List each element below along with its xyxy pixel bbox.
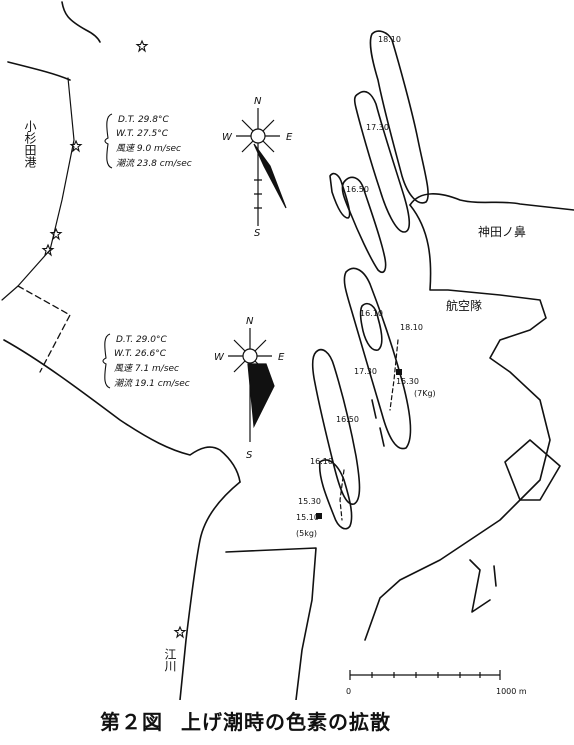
- jetty: [469, 559, 491, 613]
- jetty-2: [493, 565, 497, 587]
- river-bank-east: [225, 547, 317, 700]
- dye-weight-5kg: (5kg): [296, 529, 317, 538]
- station-star-harbor-3: [41, 243, 55, 257]
- upper-tide: 潮流 23.8 cm/sec: [116, 158, 192, 169]
- upper-wind: 風速 9.0 m/sec: [116, 143, 181, 154]
- time-1810-mid: 18.10: [400, 323, 423, 332]
- dye-release-marker-north: [396, 369, 402, 375]
- river-bank-west: [179, 481, 241, 700]
- time-1610-south: 16.10: [310, 457, 333, 466]
- compass-lower-n: N: [246, 316, 254, 327]
- wind-arrow-lower: [247, 363, 275, 429]
- dye-trail-dashed: [339, 339, 399, 521]
- dye-dispersion-map: 小杉田港 神田ノ鼻 航空隊 江川 D.T. 29.8°C W.T. 27.5°C…: [1, 1, 574, 700]
- time-1730-mid: 17.30: [354, 367, 377, 376]
- lower-tide: 潮流 19.1 cm/sec: [114, 378, 190, 389]
- figure-caption: 第２図上げ潮時の色素の拡散: [100, 706, 520, 735]
- upper-dt: D.T. 29.8°C: [118, 115, 169, 125]
- dye-plume-1810-north: [369, 30, 429, 204]
- coastline-southwest: [3, 339, 241, 483]
- peninsula-outline: [364, 204, 551, 641]
- compass-upper-s: S: [254, 228, 261, 239]
- dye-plume-1810-south: [343, 267, 412, 450]
- scale-bar: [349, 670, 501, 680]
- lower-wind: 風速 7.1 m/sec: [114, 363, 179, 374]
- compass-upper-n: N: [254, 96, 262, 107]
- station-star-harbor-1: [69, 139, 83, 153]
- label-hata-cape: 神田ノ鼻: [478, 224, 526, 239]
- time-1810-north: 18.10: [378, 35, 401, 44]
- compass-upper: [236, 108, 287, 226]
- figure-title: 上げ潮時の色素の拡散: [181, 710, 391, 734]
- dye-plume-1610-north: [329, 172, 351, 219]
- dye-weight-7kg: (7Kg): [414, 389, 436, 398]
- upper-wt: W.T. 27.5°C: [116, 129, 169, 139]
- time-1610-mid: 16.10: [360, 309, 383, 318]
- dye-plume-1730-north: [353, 90, 411, 233]
- station-star-north: [135, 39, 149, 53]
- harbor-line: [1, 77, 75, 301]
- compass-lower-s: S: [246, 450, 253, 461]
- lower-dt: D.T. 29.0°C: [116, 335, 167, 345]
- scale-end: 1000 m: [496, 687, 527, 696]
- wind-arrow-upper: [253, 143, 287, 209]
- time-1730-north: 17.30: [366, 123, 389, 132]
- lower-wt: W.T. 26.6°C: [114, 349, 167, 359]
- compass-lower-w: W: [214, 352, 225, 363]
- coastline-east: [409, 193, 574, 211]
- time-1510-south: 15.10: [296, 513, 319, 522]
- dye-plume-1610-south-small: [359, 302, 383, 351]
- time-1650-south: 16.50: [336, 415, 359, 424]
- compass-upper-e: E: [286, 132, 293, 143]
- time-1530-south: 15.30: [298, 497, 321, 506]
- time-1650-north: 16.50: [346, 185, 369, 194]
- bracket-lower: [102, 333, 111, 389]
- compass-lower-e: E: [278, 352, 285, 363]
- bracket-upper: [104, 113, 113, 169]
- dye-release-marker-south: [316, 513, 322, 519]
- station-star-harbor-2: [49, 227, 63, 241]
- compass-upper-w: W: [222, 132, 233, 143]
- time-1530-mid: 15.30: [396, 377, 419, 386]
- label-river: 江川: [163, 648, 177, 672]
- label-air-unit: 航空隊: [446, 298, 482, 313]
- pier-box: [504, 439, 561, 501]
- label-komuro-harbor: 小杉田港: [23, 120, 37, 168]
- station-star-river: [173, 625, 187, 639]
- dye-plume-1530-south: [318, 459, 353, 530]
- harbor-boundary-dashed: [17, 285, 71, 373]
- dye-plume-1730-south: [371, 399, 385, 447]
- coastline-west-arc: [7, 61, 71, 81]
- scale-zero: 0: [346, 687, 351, 696]
- figure-number: 第２図: [100, 710, 163, 734]
- dye-plume-1650-south: [311, 348, 361, 505]
- compass-lower: [228, 328, 275, 442]
- coastline-northwest: [61, 1, 101, 43]
